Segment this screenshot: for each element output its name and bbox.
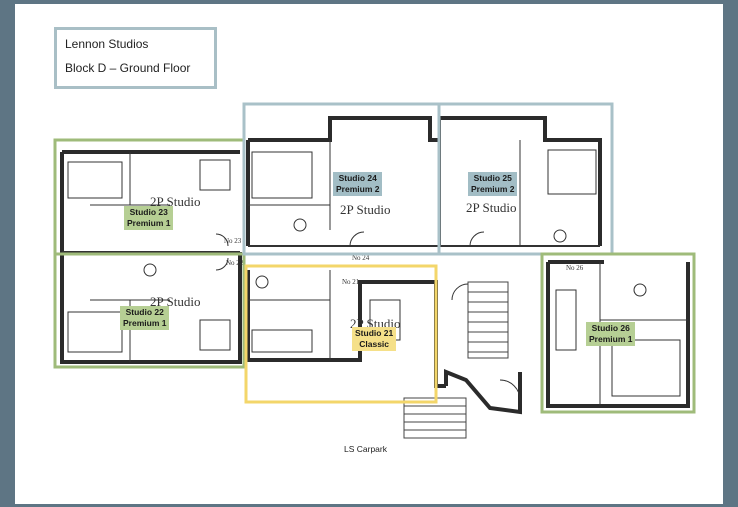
studio-24-name: Studio 24 <box>338 173 377 183</box>
room-label-25: 2P Studio <box>466 200 516 215</box>
studio-23-name: Studio 23 <box>129 207 168 217</box>
studio-26-label: Studio 26 Premium 1 <box>586 322 636 346</box>
room-label-23: 2P Studio <box>150 194 200 209</box>
carpark-label: LS Carpark <box>344 444 387 454</box>
studio-22-label: Studio 22 Premium 1 <box>120 306 170 330</box>
unit-number-26: No 26 <box>566 264 584 272</box>
room-label-22: 2P Studio <box>150 294 200 309</box>
studio-26-name: Studio 26 <box>591 323 630 333</box>
unit-number-23: No 23 <box>224 237 242 245</box>
unit-number-22: No 22 <box>226 259 244 267</box>
unit-number-21: No 21 <box>342 278 360 286</box>
studio-23-label: Studio 23 Premium 1 <box>124 206 174 230</box>
studio-21-outline <box>244 264 438 404</box>
title-box: Lennon Studios Block D – Ground Floor <box>54 27 217 89</box>
studio-26-outline <box>540 252 696 414</box>
studio-25-outline <box>437 102 614 256</box>
studio-22-outline <box>53 252 246 369</box>
studio-23-level: Premium 1 <box>127 218 171 228</box>
building-title: Lennon Studios <box>65 37 149 51</box>
studio-24-label: Studio 24 Premium 2 <box>333 172 383 196</box>
studio-25-name: Studio 25 <box>473 173 512 183</box>
studio-21-name: Studio 21 <box>355 328 394 338</box>
floor-title: Block D – Ground Floor <box>65 61 191 75</box>
unit-number-24: No 24 <box>352 254 370 262</box>
studio-22-level: Premium 1 <box>123 318 167 328</box>
studio-25-label: Studio 25 Premium 2 <box>468 172 518 196</box>
studio-24-level: Premium 2 <box>336 184 380 194</box>
studio-21-label: Studio 21 Classic <box>352 327 397 351</box>
studio-26-level: Premium 1 <box>589 334 633 344</box>
studio-21-level: Classic <box>359 339 390 349</box>
studio-25-level: Premium 2 <box>471 184 515 194</box>
room-label-24: 2P Studio <box>340 202 390 217</box>
studio-22-name: Studio 22 <box>125 307 164 317</box>
